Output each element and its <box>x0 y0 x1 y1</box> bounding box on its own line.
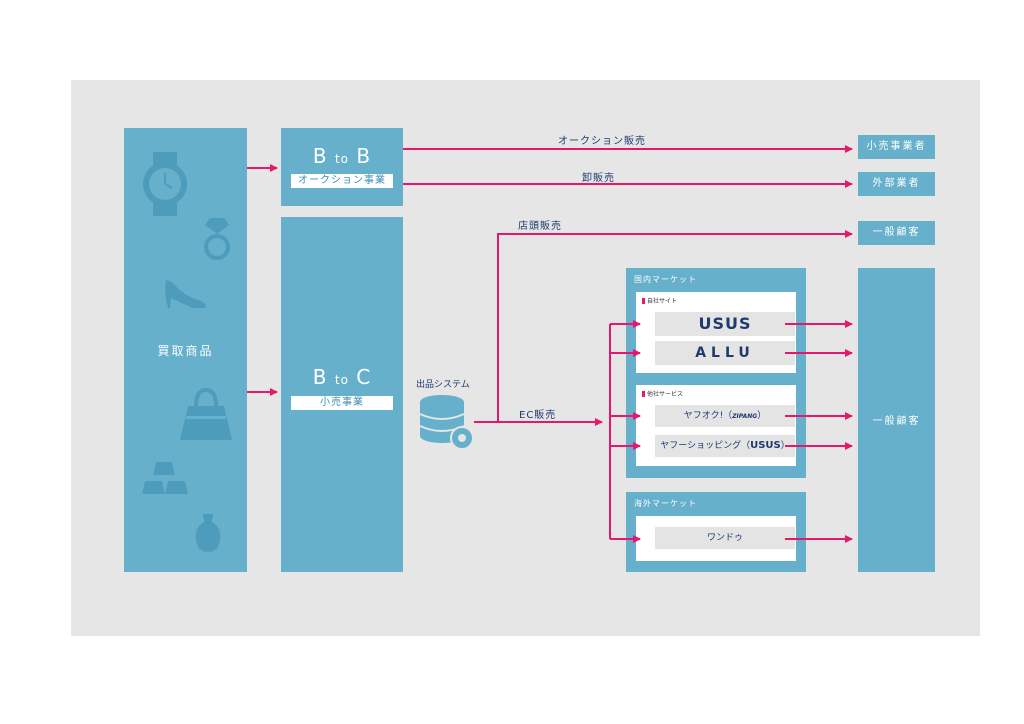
wholesale-label: 卸販売 <box>582 173 615 184</box>
btoc-title-right: C <box>356 365 372 389</box>
allu-site[interactable]: ALLU <box>655 341 795 365</box>
handbag-icon <box>180 387 232 440</box>
btob-title-left: B <box>312 144 328 168</box>
overseas-market-title: 海外マーケット <box>634 499 697 508</box>
own-sites-panel: 自社サイト USUS ALLU <box>636 292 796 373</box>
btob-title-mid: to <box>334 152 350 166</box>
retailers-box: 小売事業者 <box>858 135 935 159</box>
auction-sales-label: オークション販売 <box>558 136 646 147</box>
vase-icon <box>195 514 221 552</box>
external-vendors-box: 外部業者 <box>858 172 935 196</box>
database-gear-icon <box>419 395 474 450</box>
btoc-subtitle: 小売事業 <box>291 396 393 410</box>
yahoo-auction-close: ） <box>757 411 767 421</box>
other-services-panel: 他社サービス ヤフオク!（ZIPANG） ヤフーショッピング（USUS ） <box>636 385 796 466</box>
btoc-title: B to C <box>281 365 403 389</box>
watch-icon <box>143 152 187 216</box>
overseas-market-box: 海外マーケット ワンドゥ <box>626 492 806 572</box>
arrow-store-sales <box>474 230 853 423</box>
general-customers-top-box: 一般顧客 <box>858 221 935 245</box>
wandu-service[interactable]: ワンドゥ <box>655 527 795 549</box>
usus-logo: USUS <box>750 440 781 451</box>
btob-title: B to B <box>281 144 403 168</box>
ring-icon <box>204 218 230 260</box>
purchased-goods-column: 買取商品 <box>124 128 247 572</box>
btob-box: B to B オークション事業 <box>281 128 403 206</box>
overseas-panel: ワンドゥ <box>636 516 796 561</box>
listing-system-label: 出品システム <box>416 380 470 390</box>
btoc-title-left: B <box>312 365 328 389</box>
domestic-market-box: 国内マーケット 自社サイト USUS ALLU 他社サービス ヤフオク!（ZIP… <box>626 268 806 478</box>
btob-subtitle: オークション事業 <box>291 174 393 188</box>
yahoo-auction-service[interactable]: ヤフオク!（ZIPANG） <box>655 405 795 427</box>
yahoo-shopping-label: ヤフーショッピング（ <box>660 441 751 451</box>
btoc-title-mid: to <box>334 373 349 387</box>
own-sites-tag: 自社サイト <box>642 296 677 305</box>
other-services-tag: 他社サービス <box>642 389 683 398</box>
high-heel-icon <box>165 280 206 308</box>
btob-title-right: B <box>356 144 372 168</box>
general-customers-main-label: 一般顧客 <box>872 416 921 427</box>
gold-bars-icon <box>142 462 188 494</box>
domestic-market-title: 国内マーケット <box>634 275 697 284</box>
zipang-logo: ZIPANG <box>732 413 758 420</box>
purchased-goods-label: 買取商品 <box>157 344 214 358</box>
store-sales-label: 店頭販売 <box>518 221 562 232</box>
btoc-box: B to C 小売事業 <box>281 217 403 572</box>
general-customers-main-box: 一般顧客 <box>858 268 935 572</box>
yahoo-auction-label: ヤフオク!（ <box>683 411 733 421</box>
ec-sales-label: EC販売 <box>519 410 557 421</box>
usus-site[interactable]: USUS <box>655 312 795 336</box>
